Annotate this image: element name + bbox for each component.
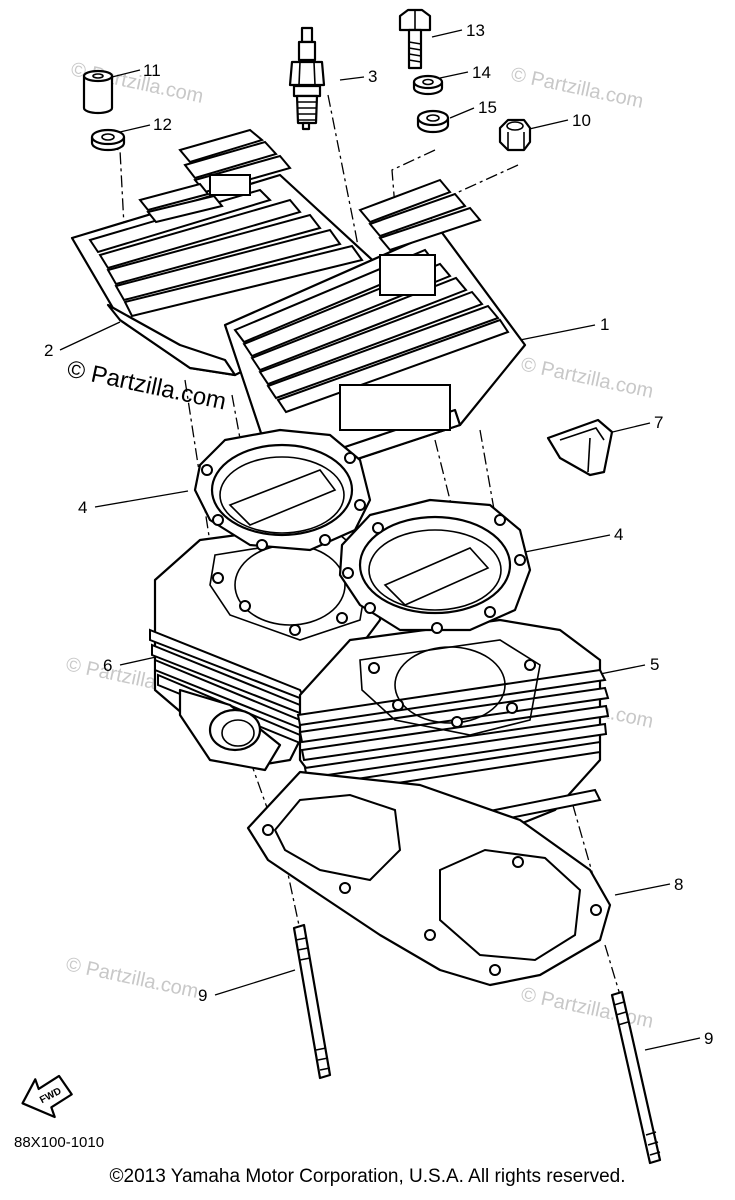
- part-11-collar: [82, 69, 114, 115]
- callout-8: 8: [674, 875, 683, 894]
- callout-9-right: 9: [704, 1029, 713, 1048]
- callout-14: 14: [472, 63, 491, 82]
- head-fins-right: [233, 178, 510, 431]
- fwd-arrow-icon: FWD: [21, 1074, 73, 1119]
- gasket-4-on-cylinder-right: [359, 639, 541, 736]
- copyright-notice: ©2013 Yamaha Motor Corporation, U.S.A. A…: [109, 1166, 626, 1187]
- watermark: © Partzilla.com: [509, 63, 645, 113]
- callout-11: 11: [143, 61, 161, 80]
- callout-12: 12: [153, 115, 172, 134]
- head-fins-left: [88, 128, 364, 318]
- part-6-cylinder-left: [149, 518, 382, 772]
- callout-4-right: 4: [614, 525, 623, 544]
- part-7-cap: [546, 418, 614, 477]
- part-3-spark-plug: [288, 26, 326, 131]
- part-12-washer: [90, 128, 126, 152]
- part-13-bolt: [398, 8, 432, 70]
- part-4-gasket-right: [338, 498, 532, 634]
- callout-1: 1: [600, 315, 609, 334]
- callout-2: 2: [44, 341, 53, 360]
- callout-15: 15: [478, 98, 497, 117]
- part-9-stud-left: [292, 923, 332, 1080]
- drawing-code: 88X100-1010: [14, 1134, 104, 1151]
- part-14-washer: [412, 74, 444, 96]
- part-15-washer: [416, 109, 450, 134]
- part-4-gasket-left: [193, 428, 372, 552]
- callout-3: 3: [368, 67, 377, 86]
- part-10-nut: [498, 118, 532, 152]
- callout-4-left: 4: [78, 498, 87, 517]
- callout-13: 13: [466, 21, 485, 40]
- callout-10: 10: [572, 111, 591, 130]
- watermark: © Partzilla.com: [519, 353, 655, 403]
- callout-7: 7: [654, 413, 663, 432]
- callout-9-left: 9: [198, 986, 207, 1005]
- callout-5: 5: [650, 655, 659, 674]
- watermark: © Partzilla.com: [519, 983, 655, 1033]
- watermark: © Partzilla.com: [64, 953, 200, 1003]
- part-8-base-gasket: [246, 770, 612, 987]
- callout-labels: 11 12 3 13 14 15 10 2 1 7 4 4 6 5 8 9 9: [44, 21, 713, 1048]
- callout-6: 6: [103, 656, 112, 675]
- part-9-stud-right: [610, 990, 662, 1165]
